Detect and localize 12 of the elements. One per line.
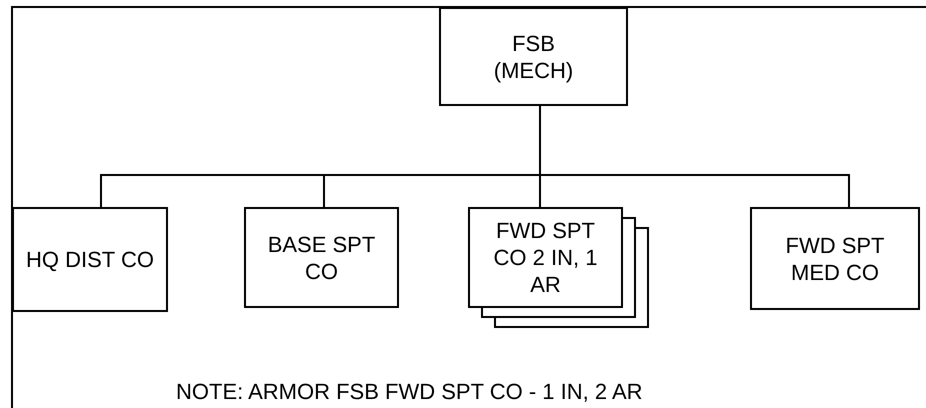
unit-name: BASE SPT CO [266, 230, 376, 284]
unit-name: FWD SPT CO 2 IN, 1 AR [492, 217, 598, 298]
unit-name: FWD SPT MED CO [784, 232, 886, 286]
org-box [468, 207, 623, 308]
connector-line [539, 106, 850, 207]
org-box [439, 7, 628, 106]
unit-name: HQ DIST CO [26, 246, 154, 273]
org-box [750, 207, 920, 310]
org-box [12, 207, 168, 312]
org-box [244, 207, 399, 308]
unit-name: FSB (MECH) [492, 30, 574, 84]
note-text: NOTE: ARMOR FSB FWD SPT CO - 1 IN, 2 AR [176, 378, 643, 405]
